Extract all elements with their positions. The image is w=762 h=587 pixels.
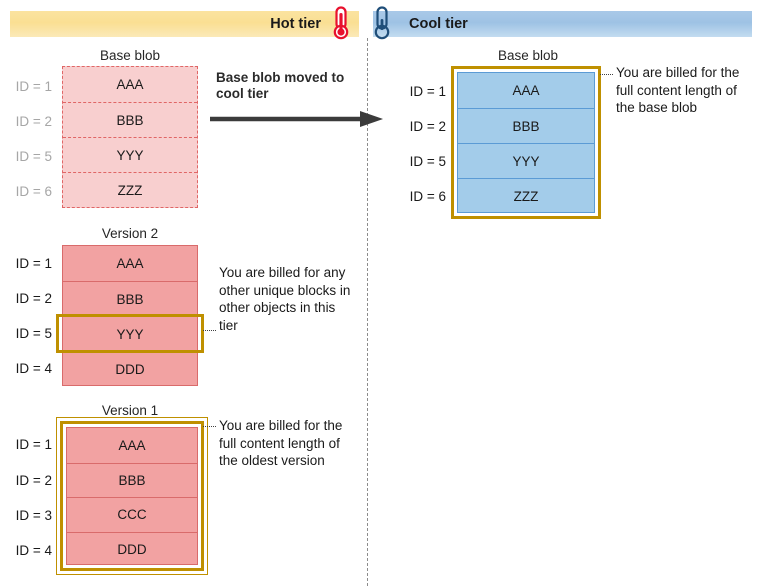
cool-tier-label: Cool tier (409, 16, 468, 32)
table-row: AAA (116, 77, 144, 92)
cool-base-blob-id-1: ID = 1 (409, 84, 446, 99)
cool-tier-banner: Cool tier (373, 11, 752, 37)
hot-version1-id-4: ID = 4 (15, 543, 52, 558)
arrow-right-icon (210, 111, 383, 127)
table-row: ZZZ (458, 178, 594, 213)
thermometer-hot-icon (333, 6, 349, 40)
cool-base-blob-id-4: ID = 6 (409, 189, 446, 204)
hot-version1-id-1: ID = 1 (15, 437, 52, 452)
table-row: AAA (118, 437, 146, 453)
hot-base-blob-id-2: ID = 2 (15, 114, 52, 129)
table-row: DDD (63, 351, 197, 386)
hot-version2-id-3: ID = 5 (15, 326, 52, 341)
hot-base-blob-id-1: ID = 1 (15, 79, 52, 94)
table-row: YYY (458, 143, 594, 178)
hot-tier-banner: Hot tier (10, 11, 359, 37)
hot-tier-label: Hot tier (270, 16, 321, 32)
hot-version1-id-3: ID = 3 (15, 508, 52, 523)
table-row: AAA (116, 256, 144, 271)
table-row: BBB (67, 462, 197, 498)
hot-version2-table: AAA BBB YYY DDD (62, 245, 198, 386)
version1-annotation: You are billed for the full content leng… (219, 418, 343, 468)
cool-base-blob-table: AAA BBB YYY ZZZ (457, 72, 595, 213)
hot-version1-id-2: ID = 2 (15, 473, 52, 488)
tier-divider (367, 38, 368, 586)
version1-leader (203, 426, 216, 427)
table-row: YYY (63, 316, 197, 351)
cool-base-blob-leader (600, 74, 613, 75)
table-row: BBB (63, 281, 197, 316)
cool-base-blob-title: Base blob (497, 48, 559, 63)
hot-base-blob-table: AAA BBB YYY ZZZ (62, 66, 198, 208)
table-row: BBB (63, 102, 197, 137)
hot-base-blob-title: Base blob (99, 48, 161, 63)
table-row: AAA (512, 83, 540, 98)
cool-base-blob-id-2: ID = 2 (409, 119, 446, 134)
table-row: BBB (458, 108, 594, 143)
hot-version2-title: Version 2 (101, 226, 159, 241)
hot-version2-id-4: ID = 4 (15, 361, 52, 376)
hot-version2-id-1: ID = 1 (15, 256, 52, 271)
version2-annotation: You are billed for any other unique bloc… (219, 265, 351, 333)
cool-base-blob-id-3: ID = 5 (409, 154, 446, 169)
thermometer-cool-icon (374, 6, 390, 40)
hot-base-blob-id-4: ID = 6 (15, 184, 52, 199)
hot-version1-title: Version 1 (101, 403, 159, 418)
hot-base-blob-id-3: ID = 5 (15, 149, 52, 164)
table-row: CCC (67, 497, 197, 532)
cool-base-blob-annotation: You are billed for the full content leng… (616, 65, 740, 115)
transition-caption: Base blob moved to cool tier (216, 70, 345, 101)
table-row: YYY (63, 137, 197, 172)
version2-leader (203, 330, 216, 331)
table-row: DDD (67, 531, 197, 567)
table-row: ZZZ (63, 172, 197, 207)
hot-version2-id-2: ID = 2 (15, 291, 52, 306)
hot-version1-table: AAA BBB CCC DDD (66, 427, 198, 565)
